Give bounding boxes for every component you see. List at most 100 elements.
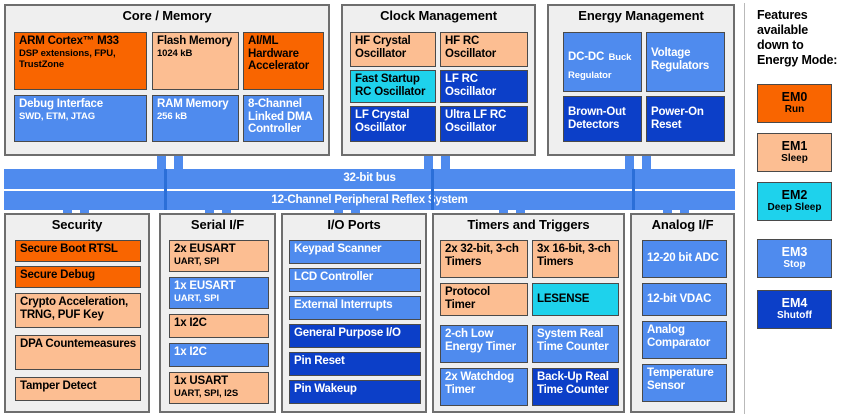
block-external-interrupts[interactable]: External Interrupts <box>289 296 421 320</box>
block-protocol-timer[interactable]: Protocol Timer <box>440 283 528 316</box>
legend-item-em3[interactable]: EM3 Stop <box>757 239 832 278</box>
block-2x-watchdog-timer[interactable]: 2x Watchdog Timer <box>440 368 528 406</box>
bus-riser-3 <box>632 169 635 210</box>
block-vdac[interactable]: 12-bit VDAC <box>642 283 727 316</box>
block-label-primary: Secure Debug <box>20 269 95 281</box>
panel-title-serial-if: Serial I/F <box>190 217 245 232</box>
panel-title-energy-management: Energy Management <box>578 8 704 23</box>
panel-io-ports: I/O Ports Keypad Scanner LCD Controller … <box>281 213 427 413</box>
block-label-primary: Flash Memory <box>157 35 232 47</box>
block-1x-i2c-blue[interactable]: 1x I2C <box>169 343 269 367</box>
legend-mode-state: Stop <box>783 259 806 270</box>
block-lcd-controller[interactable]: LCD Controller <box>289 268 421 292</box>
block-system-real-time-counter[interactable]: System Real Time Counter <box>532 325 619 363</box>
bus-stub-energy-a <box>625 156 634 170</box>
block-secure-boot-rtsl[interactable]: Secure Boot RTSL <box>15 240 141 262</box>
block-analog-comparator[interactable]: Analog Comparator <box>642 321 727 359</box>
block-label-primary: Keypad Scanner <box>294 243 382 255</box>
block-pin-wakeup[interactable]: Pin Wakeup <box>289 380 421 404</box>
panel-title-analog-if: Analog I/F <box>651 217 714 232</box>
block-label-secondary: UART, SPI <box>174 255 220 267</box>
block-2x-32bit-timers[interactable]: 2x 32-bit, 3-ch Timers <box>440 240 528 278</box>
panel-clock-management: Clock Management HF Crystal Oscillator H… <box>341 4 536 156</box>
block-fast-startup-rc-oscillator[interactable]: Fast Startup RC Oscillator <box>350 70 436 103</box>
block-label-secondary: UART, SPI, I2S <box>174 387 239 399</box>
block-1x-eusart[interactable]: 1x EUSART UART, SPI <box>169 277 269 309</box>
legend-title-line-1: Features <box>757 8 808 22</box>
bus-stub-energy-b <box>642 156 651 170</box>
legend-mode-name: EM2 <box>781 188 808 202</box>
legend-title: Features available down to Energy Mode: <box>757 8 845 68</box>
block-label-primary: External Interrupts <box>294 299 393 311</box>
block-dcdc-buck-regulator[interactable]: DC-DC Buck Regulator <box>563 32 642 92</box>
block-label-primary: 2-ch Low Energy Timer <box>445 328 516 353</box>
block-arm-cortex-m33[interactable]: ARM Cortex™ M33 DSP extensions, FPU, Tru… <box>14 32 147 90</box>
block-label-primary: 1x I2C <box>174 346 207 358</box>
legend-title-line-2: available <box>757 23 809 37</box>
legend-mode-name: EM1 <box>781 139 808 153</box>
block-label-primary: LCD Controller <box>294 271 373 283</box>
block-flash-memory[interactable]: Flash Memory 1024 kB <box>152 32 239 90</box>
block-ram-memory[interactable]: RAM Memory 256 kB <box>152 95 239 142</box>
legend-item-em2[interactable]: EM2 Deep Sleep <box>757 182 832 221</box>
legend-item-em4[interactable]: EM4 Shutoff <box>757 290 832 329</box>
bus-label-prs: 12-Channel Peripheral Reflex System <box>271 194 468 206</box>
block-secure-debug[interactable]: Secure Debug <box>15 266 141 288</box>
block-label-secondary: SWD, ETM, JTAG <box>19 110 96 122</box>
block-label-primary: 1x EUSART <box>174 280 236 292</box>
block-aiml-hardware-accelerator[interactable]: AI/ML Hardware Accelerator <box>243 32 324 90</box>
block-label-primary: LF RC Oscillator <box>445 73 497 98</box>
legend-mode-name: EM3 <box>781 245 808 259</box>
block-voltage-regulators[interactable]: Voltage Regulators <box>646 32 725 92</box>
block-temperature-sensor[interactable]: Temperature Sensor <box>642 364 727 402</box>
block-lf-rc-oscillator[interactable]: LF RC Oscillator <box>440 70 528 103</box>
bus-riser-1 <box>164 169 167 210</box>
block-tamper-detect[interactable]: Tamper Detect <box>15 377 141 401</box>
block-dpa-countermeasures[interactable]: DPA Countemeasures <box>15 335 141 370</box>
block-crypto-acceleration[interactable]: Crypto Acceleration, TRNG, PUF Key <box>15 293 141 328</box>
block-lesense[interactable]: LESENSE <box>532 283 619 316</box>
block-label-primary: System Real Time Counter <box>537 328 609 353</box>
block-label-primary: Analog Comparator <box>647 324 711 349</box>
block-label-primary: 1x USART <box>174 375 228 387</box>
block-label-primary: Temperature Sensor <box>647 367 714 392</box>
block-adc[interactable]: 12-20 bit ADC <box>642 240 727 278</box>
bus-stub-core-memory-a <box>157 156 166 170</box>
block-backup-real-time-counter[interactable]: Back-Up Real Time Counter <box>532 368 619 406</box>
block-dma-controller[interactable]: 8-Channel Linked DMA Controller <box>243 95 324 142</box>
block-label-primary: 2x EUSART <box>174 243 236 255</box>
block-label-primary: LF Crystal Oscillator <box>355 109 410 134</box>
bus-32-bit: 32-bit bus <box>4 169 735 189</box>
panel-serial-if: Serial I/F 2x EUSART UART, SPI 1x EUSART… <box>159 213 276 413</box>
block-lf-crystal-oscillator[interactable]: LF Crystal Oscillator <box>350 106 436 142</box>
block-1x-i2c-peach[interactable]: 1x I2C <box>169 314 269 338</box>
block-2ch-low-energy-timer[interactable]: 2-ch Low Energy Timer <box>440 325 528 363</box>
block-3x-16bit-timers[interactable]: 3x 16-bit, 3-ch Timers <box>532 240 619 278</box>
block-ultra-lf-rc-oscillator[interactable]: Ultra LF RC Oscillator <box>440 106 528 142</box>
block-label-primary: Crypto Acceleration, TRNG, PUF Key <box>20 296 129 321</box>
block-2x-eusart[interactable]: 2x EUSART UART, SPI <box>169 240 269 272</box>
block-hf-rc-oscillator[interactable]: HF RC Oscillator <box>440 32 528 67</box>
bus-stub-clock-b <box>441 156 450 170</box>
legend-mode-state: Shutoff <box>777 310 812 321</box>
bus-stub-clock-a <box>424 156 433 170</box>
block-power-on-reset[interactable]: Power-On Reset <box>646 96 725 142</box>
block-1x-usart[interactable]: 1x USART UART, SPI, I2S <box>169 372 269 404</box>
block-label-secondary: 1024 kB <box>157 47 193 59</box>
legend-divider <box>744 3 745 414</box>
legend-mode-state: Deep Sleep <box>767 202 822 213</box>
block-keypad-scanner[interactable]: Keypad Scanner <box>289 240 421 264</box>
legend-item-em0[interactable]: EM0 Run <box>757 84 832 123</box>
legend-item-em1[interactable]: EM1 Sleep <box>757 133 832 172</box>
legend-mode-name: EM4 <box>781 296 808 310</box>
block-brown-out-detectors[interactable]: Brown-Out Detectors <box>563 96 642 142</box>
bus-peripheral-reflex-system: 12-Channel Peripheral Reflex System <box>4 191 735 210</box>
legend-mode-name: EM0 <box>781 90 808 104</box>
block-general-purpose-io[interactable]: General Purpose I/O <box>289 324 421 348</box>
block-hf-crystal-oscillator[interactable]: HF Crystal Oscillator <box>350 32 436 67</box>
block-label-primary: Tamper Detect <box>20 380 97 392</box>
block-pin-reset[interactable]: Pin Reset <box>289 352 421 376</box>
block-label-primary: HF RC Oscillator <box>445 35 497 60</box>
block-debug-interface[interactable]: Debug Interface SWD, ETM, JTAG <box>14 95 147 142</box>
block-label-primary: DC-DC <box>568 51 605 63</box>
